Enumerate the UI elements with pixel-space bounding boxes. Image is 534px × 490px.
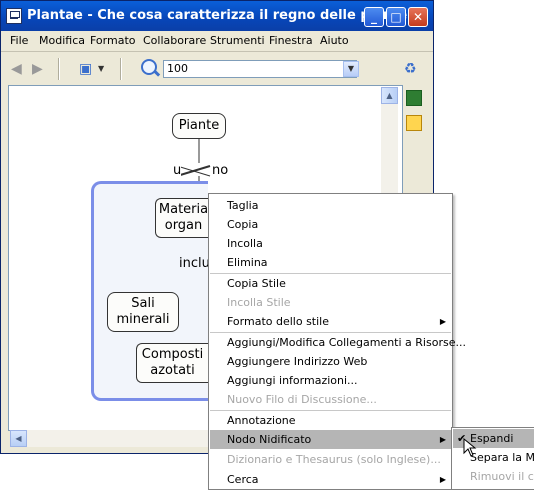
toolbar-separator: [58, 58, 60, 80]
window-title: Plantae - Che cosa caratterizza il regno…: [27, 8, 415, 23]
menu-modifica[interactable]: Modifica: [39, 34, 85, 47]
concept-node-composti-azotati[interactable]: Composti azotati: [136, 343, 208, 383]
scroll-left-icon[interactable]: ◀: [10, 430, 27, 447]
collaboration-icon[interactable]: ♻: [404, 61, 417, 77]
submenu-item-rimuovi: Rimuovi il colle: [453, 467, 534, 486]
submenu-item-separa[interactable]: Separa la Map: [453, 448, 534, 467]
menu-item-collegamenti-risorse[interactable]: Aggiungi/Modifica Collegamenti a Risorse…: [210, 333, 466, 352]
menu-separator: [210, 410, 451, 411]
toolbar-separator: [120, 58, 122, 80]
back-arrow-icon[interactable]: ◀: [11, 61, 22, 77]
menu-item-label: Dizionario e Thesaurus (solo Inglese)...: [227, 453, 441, 466]
node-label: Sali: [131, 296, 155, 311]
menu-item-label: Formato dello stile: [227, 315, 330, 328]
menu-item-label: Cerca: [227, 473, 259, 486]
menu-item-label: Rimuovi il colle: [470, 470, 534, 483]
submenu-arrow-icon: ▶: [439, 317, 446, 326]
app-icon[interactable]: [6, 8, 22, 24]
chevron-down-icon[interactable]: ▼: [98, 64, 105, 73]
menu-formato[interactable]: Formato: [90, 34, 136, 47]
menu-bar: File Modifica Formato Collaborare Strume…: [1, 31, 433, 52]
discussion-icon[interactable]: [406, 115, 422, 131]
node-label: minerali: [116, 312, 170, 327]
forward-arrow-icon[interactable]: ▶: [32, 61, 43, 77]
checkmark-icon: ✔: [457, 432, 467, 445]
node-label: Piante: [178, 118, 220, 133]
menu-strumenti[interactable]: Strumenti: [210, 34, 265, 47]
toolbar: ◀ ▶ ▣ ▼ 100 ▼ ♻: [1, 52, 433, 85]
menu-item-indirizzo-web[interactable]: Aggiungere Indirizzo Web: [210, 352, 451, 371]
close-button[interactable]: ✕: [408, 7, 428, 27]
menu-item-incolla[interactable]: Incolla: [210, 234, 451, 253]
menu-item-label: Incolla: [227, 237, 263, 250]
menu-item-formato-stile[interactable]: Formato dello stile ▶: [210, 312, 451, 331]
menu-item-label: Copia Stile: [227, 277, 286, 290]
menu-item-incolla-stile: Incolla Stile: [210, 293, 451, 312]
menu-item-label: Taglia: [227, 199, 259, 212]
menu-item-cerca[interactable]: Cerca ▶: [210, 470, 451, 489]
concept-node-materia-organica[interactable]: Materia organ: [155, 198, 211, 238]
node-label: organ: [164, 218, 203, 233]
menu-item-label: Aggiungi/Modifica Collegamenti a Risorse…: [227, 336, 466, 349]
notebook-icon[interactable]: [406, 90, 422, 106]
menu-item-copia-stile[interactable]: Copia Stile: [210, 274, 451, 293]
menu-separator: [210, 332, 451, 333]
submenu-arrow-icon: ▶: [439, 475, 446, 484]
menu-item-label: Elimina: [227, 256, 268, 269]
menu-item-label: Copia: [227, 218, 259, 231]
menu-separator: [210, 273, 451, 274]
menu-item-label: Nuovo Filo di Discussione...: [227, 393, 377, 406]
menu-item-label: Espandi: [470, 432, 514, 445]
nested-node-submenu: ✔Espandi Separa la Map Rimuovi il colle: [451, 427, 534, 490]
menu-file[interactable]: File: [10, 34, 29, 47]
menu-item-label: Aggiungere Indirizzo Web: [227, 355, 368, 368]
link-label-left[interactable]: u: [173, 163, 182, 178]
menu-item-label: Separa la Map: [470, 451, 534, 464]
submenu-arrow-icon: ▶: [439, 435, 446, 444]
zoom-dropdown-button[interactable]: ▼: [343, 61, 359, 77]
maximize-button[interactable]: □: [386, 7, 406, 27]
submenu-item-espandi[interactable]: ✔Espandi: [453, 429, 534, 448]
menu-item-copia[interactable]: Copia: [210, 215, 451, 234]
node-label: azotati: [150, 363, 195, 378]
node-label: Composti: [141, 347, 204, 362]
menu-item-label: Aggiungi informazioni...: [227, 374, 358, 387]
link-label-includes[interactable]: inclu: [179, 256, 210, 271]
menu-finestra[interactable]: Finestra: [269, 34, 313, 47]
context-menu: Taglia Copia Incolla Elimina Copia Stile…: [208, 193, 466, 490]
link-label-right[interactable]: no: [212, 163, 229, 178]
menu-item-elimina[interactable]: Elimina: [210, 253, 451, 272]
menu-item-nodo-nidificato[interactable]: Nodo Nidificato ▶: [210, 430, 451, 449]
concept-node-piante[interactable]: Piante: [172, 113, 226, 139]
menu-item-label: Nodo Nidificato: [227, 433, 312, 446]
menu-collaborare[interactable]: Collaborare: [143, 34, 207, 47]
menu-item-annotazione[interactable]: Annotazione: [210, 411, 451, 430]
node-label: Materia: [158, 202, 209, 217]
menu-item-filo-discussione: Nuovo Filo di Discussione...: [210, 390, 451, 409]
menu-item-label: Incolla Stile: [227, 296, 291, 309]
menu-aiuto[interactable]: Aiuto: [320, 34, 349, 47]
menu-item-label: Annotazione: [227, 414, 296, 427]
menu-item-taglia[interactable]: Taglia: [210, 196, 451, 215]
scroll-up-icon[interactable]: ▲: [381, 87, 398, 104]
zoom-icon[interactable]: [141, 59, 157, 75]
menu-item-aggiungi-informazioni[interactable]: Aggiungi informazioni...: [210, 371, 451, 390]
title-bar[interactable]: Plantae - Che cosa caratterizza il regno…: [1, 1, 433, 31]
menu-item-dizionario: Dizionario e Thesaurus (solo Inglese)...: [210, 450, 451, 469]
concept-node-sali-minerali[interactable]: Sali minerali: [107, 292, 179, 332]
minimize-button[interactable]: _: [364, 7, 384, 27]
view-options-icon[interactable]: ▣: [79, 61, 93, 77]
mouse-cursor-icon: [463, 438, 477, 457]
